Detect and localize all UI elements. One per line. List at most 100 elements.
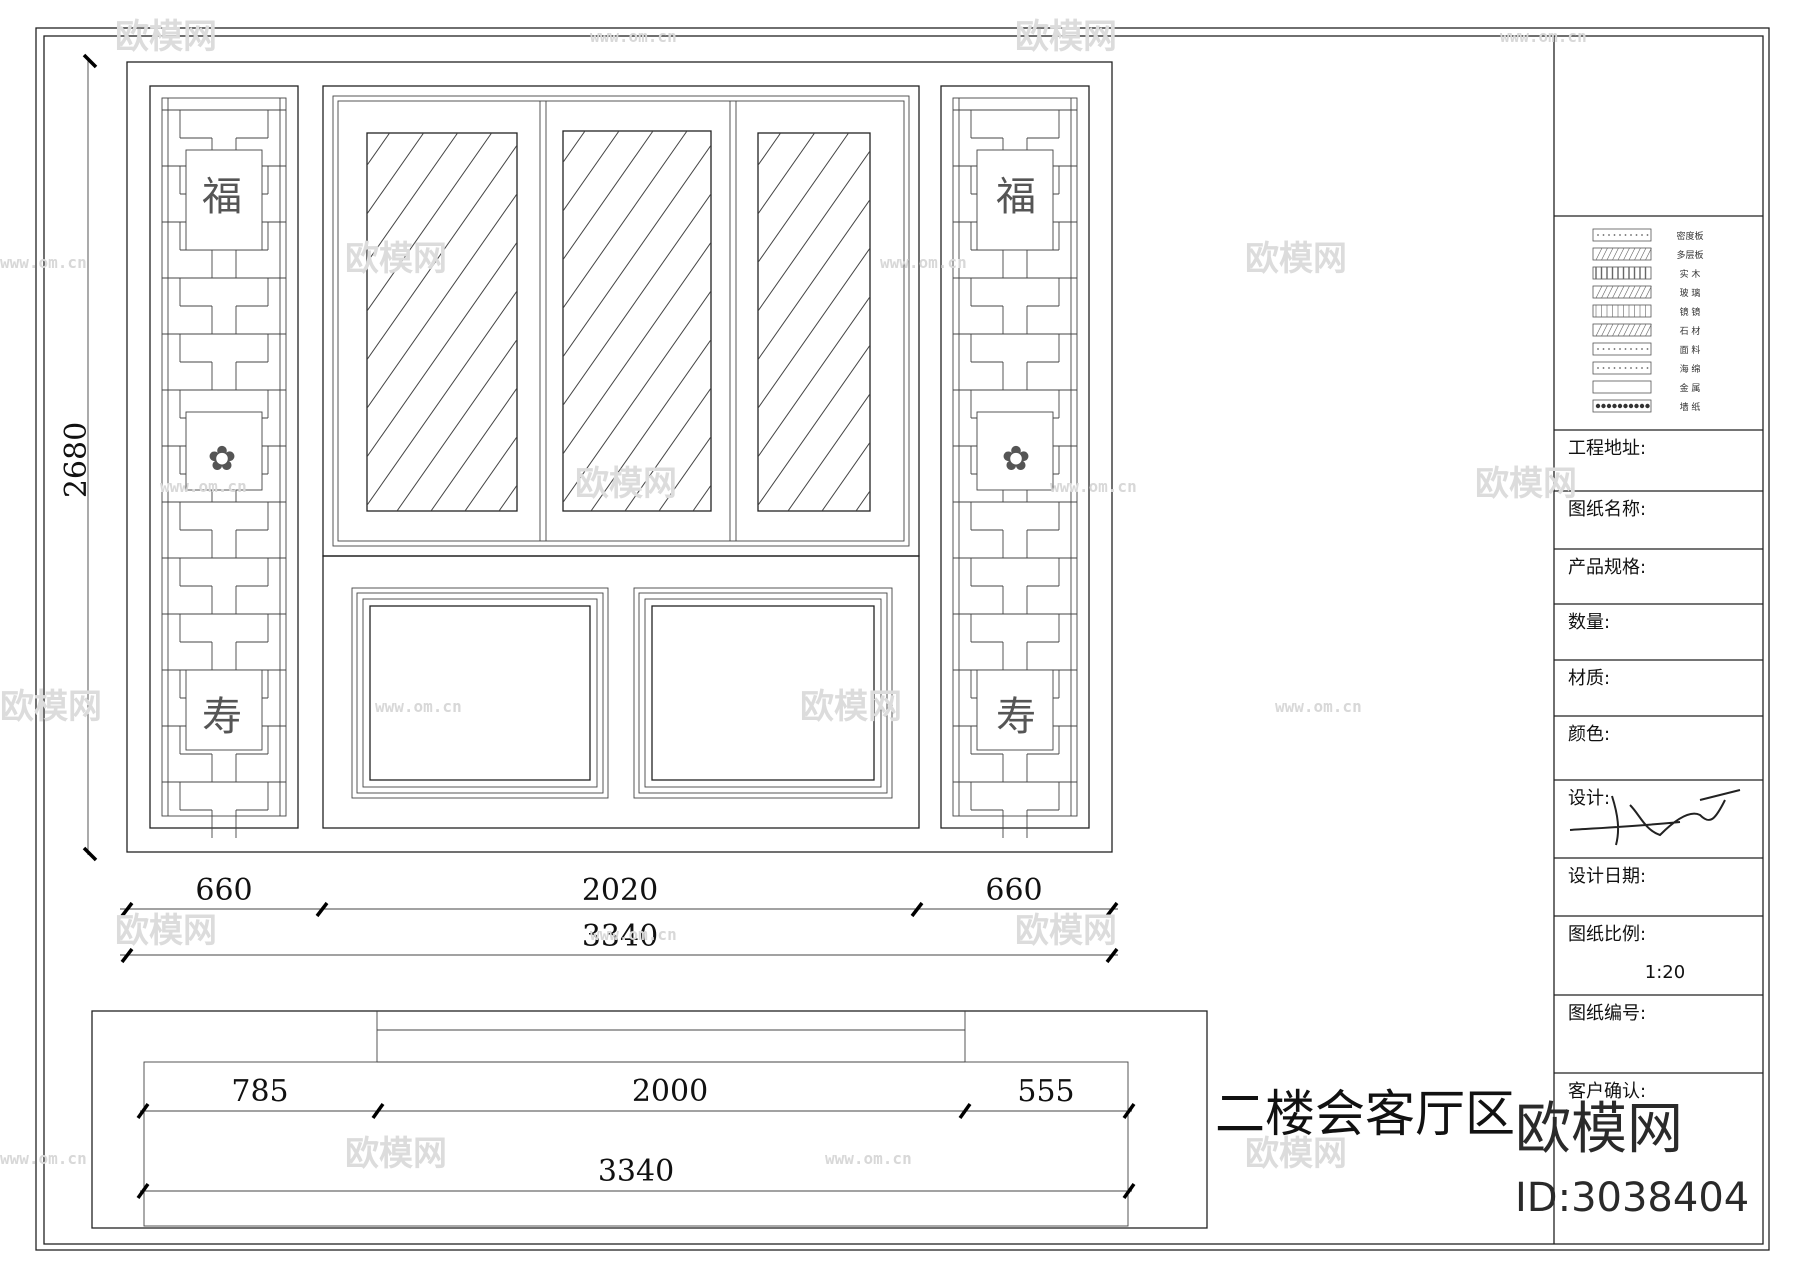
- legend-swatch-mark: [1630, 348, 1632, 350]
- ornament-plate: [976, 669, 1054, 751]
- glass-hatch-line: [285, 131, 551, 511]
- legend-swatch-mark: [1628, 403, 1634, 409]
- glass-hatch-line: [669, 133, 934, 511]
- glass-hatch-line: [624, 387, 711, 511]
- glass-hatch-line: [601, 133, 866, 511]
- glass-hatch-line: [482, 133, 747, 511]
- glass-hatch-line: [367, 192, 517, 410]
- watermark-url: www.om.cn: [1275, 697, 1362, 716]
- legend-swatch: [1592, 228, 1652, 242]
- elevation-view: 福 ✿ 寿 福 ✿ 寿: [59, 53, 1495, 964]
- plan-view: 785 2000 555 3340: [91, 1010, 1208, 1229]
- ornament-plate: [976, 149, 1054, 251]
- glass-hatch-line: [1162, 133, 1427, 511]
- sheet-border: [35, 27, 1770, 1251]
- shou-character: 寿: [996, 694, 1036, 740]
- glass-hatch-line: [464, 435, 517, 511]
- glass-hatch-line: [1067, 131, 1333, 511]
- watermark-url: www.om.cn: [0, 253, 87, 272]
- watermark-brand: 欧模网: [115, 911, 217, 951]
- legend-swatch-mark: [1645, 323, 1652, 337]
- legend-swatch-mark: [1612, 323, 1619, 337]
- glass-hatch-line: [563, 131, 688, 310]
- glass-hatch-line: [658, 435, 711, 511]
- legend-swatch-mark: [1645, 403, 1650, 409]
- glass-hatch-line: [448, 133, 713, 511]
- legend-swatch-mark: [1635, 348, 1638, 350]
- legend-swatch-mark: [1606, 323, 1614, 337]
- legend-swatch-mark: [1635, 234, 1638, 236]
- glass-hatch-line: [924, 133, 1189, 511]
- watermark-brand: 欧模网: [1015, 17, 1117, 57]
- legend-swatch-mark: [1601, 403, 1606, 409]
- legend-swatch-mark: [1617, 323, 1625, 337]
- glass-hatch-line: [1128, 133, 1393, 511]
- ornament-plate: [185, 149, 263, 251]
- dim-left-width: 660: [195, 873, 252, 908]
- legend-swatch-mark: [1595, 247, 1603, 261]
- fu-character: 福: [996, 174, 1036, 220]
- glass-hatch-line: [829, 131, 1095, 511]
- plan-dim-total: 3340: [598, 1154, 674, 1189]
- legend-swatch-mark: [1601, 323, 1608, 337]
- legend-swatch-mark: [1623, 323, 1630, 337]
- legend-label: 多层板: [1676, 249, 1703, 261]
- glass-hatch-line: [758, 150, 870, 312]
- legend-swatch: [1592, 380, 1652, 394]
- model-id-text: ID:3038404: [1515, 1175, 1749, 1221]
- legend-swatch-mark: [1617, 403, 1623, 409]
- watermark-url: www.om.cn: [375, 697, 462, 716]
- glass-hatch-line: [563, 241, 711, 455]
- legend-swatch: [1592, 323, 1652, 337]
- legend-label: 墙 纸: [1680, 401, 1701, 413]
- watermark-url: www.om.cn: [880, 253, 967, 272]
- legend-label: 实 木: [1680, 268, 1701, 280]
- watermark-brand: 欧模网: [1245, 1134, 1347, 1174]
- watermark-url: www.om.cn: [825, 1149, 912, 1168]
- glass-hatch-line: [758, 198, 870, 361]
- watermark-brand: 欧模网: [575, 464, 677, 504]
- legend-swatch-mark: [1617, 247, 1625, 261]
- glass-hatch-line: [563, 144, 711, 358]
- legend-label: 密度板: [1676, 230, 1703, 242]
- legend-swatch-mark: [1646, 348, 1649, 350]
- vase-ornament: ✿: [1002, 439, 1031, 479]
- glass-hatch-line: [1060, 133, 1325, 511]
- watermark-brand: 欧模网: [345, 1134, 447, 1174]
- glass-hatch-line: [1230, 133, 1495, 511]
- legend-swatch-mark: [1635, 367, 1638, 369]
- legend-swatch-mark: [1624, 367, 1627, 369]
- legend-swatch-mark: [1639, 323, 1647, 337]
- legend-swatch-mark: [1595, 323, 1603, 337]
- legend-swatch-mark: [1608, 367, 1610, 369]
- legend-swatch-mark: [1602, 348, 1605, 350]
- legend-swatch-mark: [1606, 285, 1614, 299]
- glass-hatch-line: [430, 387, 517, 511]
- title-field-label: 图纸编号:: [1568, 1003, 1646, 1024]
- glass-hatch-line: [737, 133, 1002, 511]
- glass-hatch-line: [563, 192, 711, 407]
- ornament-plate: [185, 411, 263, 491]
- glass-hatch-line: [367, 133, 493, 312]
- watermark-layer: 欧模网欧模网欧模网欧模网欧模网欧模网欧模网欧模网欧模网欧模网欧模网欧模网www.…: [0, 17, 1587, 1174]
- glass-hatch-line: [787, 392, 870, 511]
- dim-height: 2680: [59, 422, 94, 498]
- glass-hatch-line: [635, 133, 900, 511]
- legend-swatch-mark: [1623, 403, 1628, 409]
- glass-hatch-line: [563, 131, 620, 212]
- legend-swatch-mark: [1595, 403, 1601, 409]
- plan-dim-right: 555: [1017, 1074, 1074, 1109]
- watermark-url: www.om.cn: [590, 925, 677, 944]
- legend-swatch-mark: [1623, 285, 1630, 299]
- watermark-url: www.om.cn: [0, 1149, 87, 1168]
- legend-swatch: [1592, 304, 1652, 318]
- glass-hatch-line: [380, 133, 645, 511]
- glass-hatch-line: [367, 290, 517, 507]
- legend-swatch-mark: [1602, 234, 1605, 236]
- ornament-plate: [185, 669, 263, 751]
- watermark-brand: 欧模网: [345, 239, 447, 279]
- title-field-label: 设计日期:: [1568, 866, 1646, 887]
- glass-hatch-line: [1033, 131, 1299, 511]
